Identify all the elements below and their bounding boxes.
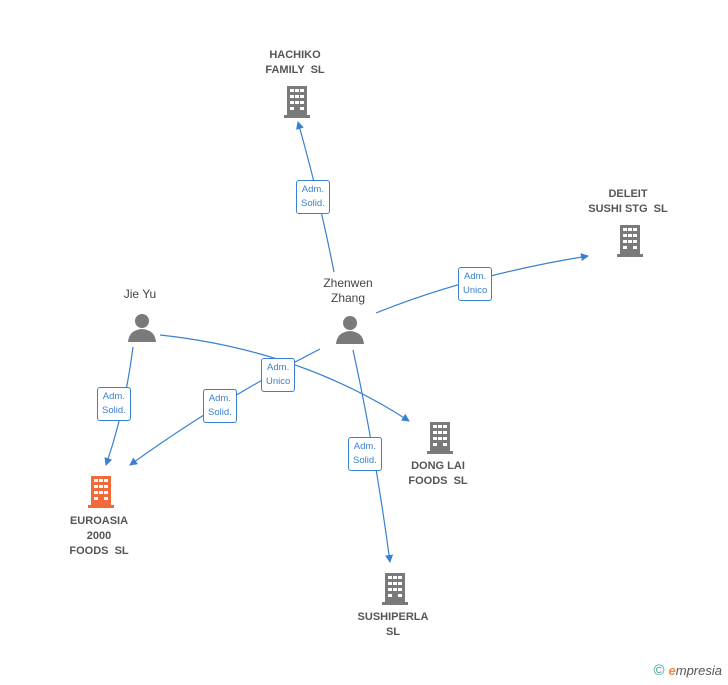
zhenwen-label[interactable]: Zhenwen Zhang [298, 276, 398, 306]
building-icon[interactable] [281, 84, 313, 118]
building-icon[interactable] [424, 420, 456, 454]
edge-label-zhenwen-deleit[interactable]: Adm. Unico [458, 267, 493, 301]
edge-label-jieyu-donglai[interactable]: Adm. Unico [261, 358, 296, 392]
edge-label-line: Adm. [353, 441, 376, 452]
euroasia-label-line2: 2000 [86, 530, 112, 542]
hachiko-label-line1: HACHIKO [269, 49, 321, 61]
jieyu-label-line1: Jie Yu [123, 287, 157, 301]
brand-name: mpresia [675, 663, 722, 678]
edge-label-line: Adm. [301, 184, 324, 195]
hachiko-label[interactable]: HACHIKO FAMILY SL [245, 48, 345, 78]
edge-label-jieyu-euroasia[interactable]: Adm. Solid. [97, 387, 131, 421]
edge-label-line: Solid. [353, 455, 377, 466]
edge-label-line: Unico [463, 285, 488, 296]
jieyu-label[interactable]: Jie Yu [100, 287, 180, 302]
edge-label-line: Solid. [301, 198, 325, 209]
deleit-label-line1: DELEIT [608, 188, 648, 200]
edge-label-line: Solid. [208, 407, 232, 418]
sushiperla-label[interactable]: SUSHIPERLA SL [343, 610, 443, 640]
edge-label-line: Solid. [102, 405, 126, 416]
brand-initial: e [668, 663, 676, 678]
edge-label-zhenwen-euroasia[interactable]: Adm. Solid. [203, 389, 237, 423]
edge-label-line: Adm. [464, 271, 487, 282]
hachiko-label-line2: FAMILY SL [265, 64, 325, 76]
person-icon[interactable] [335, 314, 365, 344]
deleit-label[interactable]: DELEIT SUSHI STG SL [568, 187, 688, 217]
edge-label-zhenwen-hachiko[interactable]: Adm. Solid. [296, 180, 330, 214]
deleit-label-line2: SUSHI STG SL [588, 203, 668, 215]
building-icon[interactable] [85, 474, 117, 508]
building-icon[interactable] [614, 223, 646, 257]
copyright-icon: © [653, 662, 665, 679]
donglai-label-line2: FOODS SL [408, 475, 468, 487]
edge-label-line: Adm. [208, 393, 231, 404]
zhenwen-label-line1: Zhenwen [323, 276, 373, 290]
donglai-label-line1: DONG LAI [411, 460, 465, 472]
euroasia-label-line3: FOODS SL [69, 545, 129, 557]
euroasia-label-line1: EUROASIA [69, 515, 129, 527]
edge-label-line: Unico [266, 376, 291, 387]
euroasia-label[interactable]: EUROASIA 2000 FOODS SL [49, 514, 149, 559]
empresia-watermark: ©empresia [653, 662, 722, 679]
sushiperla-label-line2: SL [385, 626, 401, 638]
edge-label-line: Adm. [102, 391, 125, 402]
zhenwen-label-line2: Zhang [330, 291, 366, 305]
building-icon[interactable] [379, 571, 411, 605]
edge-label-line: Adm. [267, 362, 290, 373]
sushiperla-label-line1: SUSHIPERLA [357, 611, 429, 623]
donglai-label[interactable]: DONG LAI FOODS SL [388, 459, 488, 489]
edge-label-zhenwen-sushiperla[interactable]: Adm. Solid. [348, 437, 382, 471]
person-icon[interactable] [127, 312, 157, 342]
